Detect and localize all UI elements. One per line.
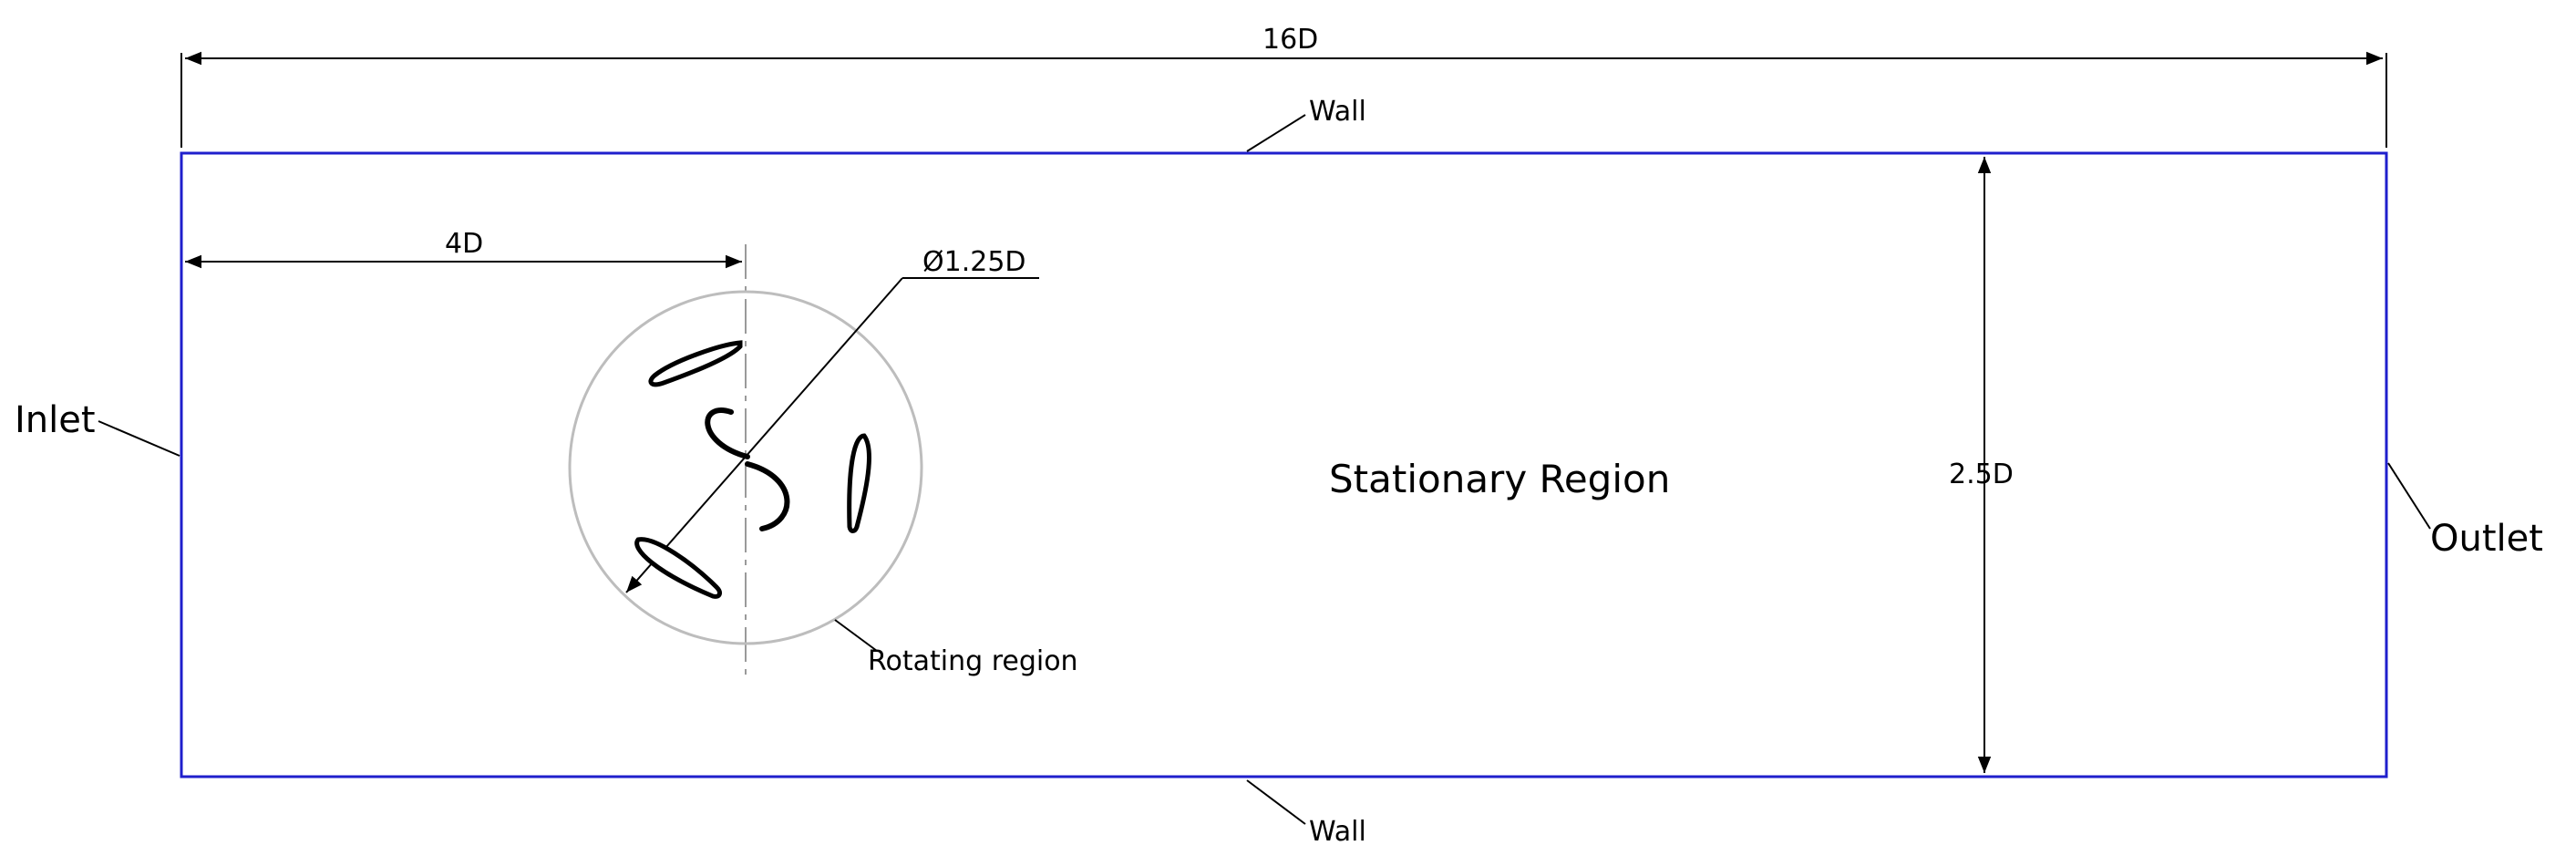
height-dimension: 2.5D — [1949, 157, 2014, 773]
wall-top-label: Wall — [1309, 96, 1366, 128]
outlet-label: Outlet — [2430, 518, 2543, 560]
rotating-region-callout: Rotating region — [834, 619, 1078, 677]
blade-top — [648, 340, 743, 387]
outlet-callout: Outlet — [2387, 462, 2543, 560]
savonius-rotor — [705, 407, 790, 531]
rotating-region-label: Rotating region — [868, 645, 1078, 677]
blade-right — [847, 433, 871, 533]
inlet-callout: Inlet — [15, 399, 180, 457]
wall-bottom-label: Wall — [1309, 816, 1366, 848]
inlet-offset-label: 4D — [445, 228, 483, 260]
rotating-region-circle — [568, 290, 923, 645]
inlet-offset-dimension: 4D — [185, 228, 742, 269]
inlet-label: Inlet — [15, 399, 96, 441]
overall-length-label: 16D — [1262, 24, 1318, 56]
diameter-label: Ø1.25D — [922, 246, 1026, 278]
blade-bottom-left — [634, 537, 722, 599]
height-label: 2.5D — [1949, 459, 2014, 490]
stationary-region-label: Stationary Region — [1329, 457, 1670, 501]
domain-boundary — [180, 151, 2388, 778]
wall-bottom-callout: Wall — [1246, 779, 1366, 848]
wall-top-callout: Wall — [1246, 96, 1366, 152]
diameter-dimension: Ø1.25D — [625, 246, 1039, 593]
overall-length-dimension: 16D — [180, 24, 2387, 148]
